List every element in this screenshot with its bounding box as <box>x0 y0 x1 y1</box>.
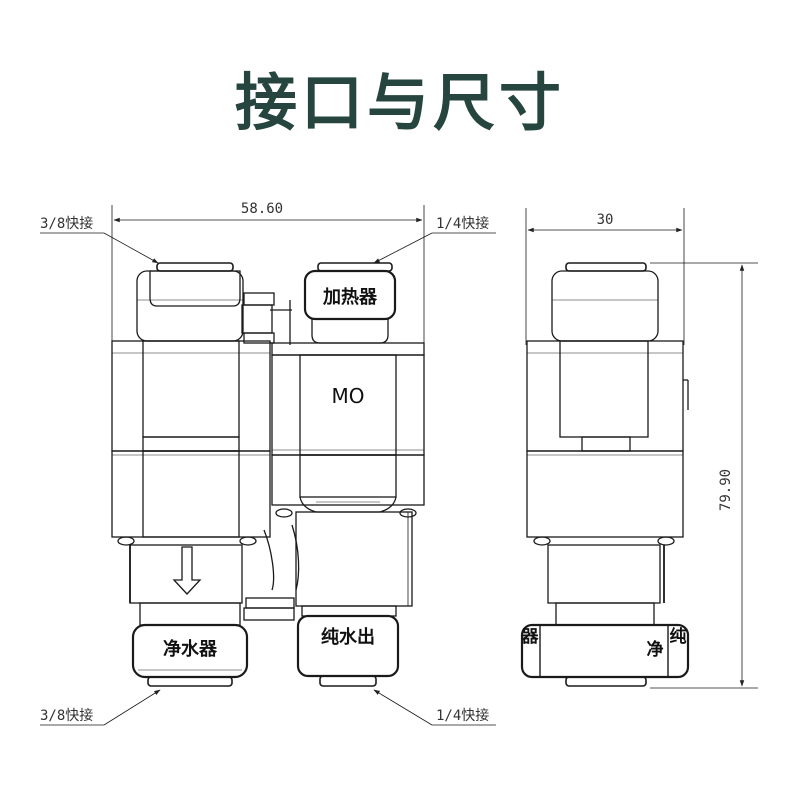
purifier-label: 净水器 <box>163 638 218 660</box>
right-valve-body <box>271 262 425 687</box>
left-valve-body <box>111 262 271 687</box>
leader-top-right <box>373 232 496 264</box>
flow-down-arrow <box>172 546 202 595</box>
side-cut-label-mid: 净 <box>647 639 664 660</box>
leader-bottom-right <box>373 689 496 726</box>
side-cut-label-right: 纯 <box>670 626 687 647</box>
mo-label: MO <box>332 384 365 408</box>
pure-water-out-label: 纯水出 <box>321 626 375 648</box>
heater-label: 加热器 <box>322 286 378 308</box>
page-title: 接口与尺寸 <box>234 66 565 139</box>
bottom-right-port-label: 1/4快接 <box>436 707 489 724</box>
height-dimension-side <box>650 262 758 689</box>
height-dim-side-value: 79.90 <box>718 469 734 511</box>
width-dim-front-value: 58.60 <box>241 201 283 217</box>
width-dimension-front <box>111 205 425 345</box>
side-view-body <box>520 262 690 687</box>
leader-top-left <box>40 232 159 264</box>
top-right-port-label: 1/4快接 <box>436 215 489 232</box>
connector-bracket <box>241 292 300 621</box>
leader-bottom-left <box>40 689 161 726</box>
width-dimension-side <box>525 208 685 345</box>
top-left-port-label: 3/8快接 <box>40 215 93 232</box>
width-dim-side-value: 30 <box>597 212 614 228</box>
bottom-left-port-label: 3/8快接 <box>40 707 93 724</box>
side-cut-label-left: 器 <box>521 627 540 647</box>
